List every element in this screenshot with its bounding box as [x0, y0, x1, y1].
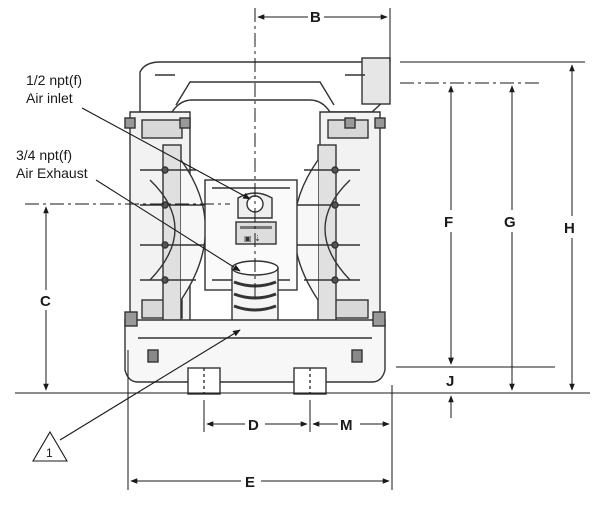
air-exhaust-leader	[95, 179, 241, 272]
air-exhaust-label: Air Exhaust	[16, 165, 88, 181]
air-exhaust-size: 3/4 npt(f)	[16, 147, 72, 163]
dimension-label-j: J	[446, 373, 454, 390]
air-inlet-label: Air inlet	[26, 90, 73, 106]
bottom-manifold	[124, 311, 386, 383]
dimension-label-m: M	[340, 417, 353, 434]
top-manifold	[139, 57, 391, 113]
dimension-label-b: B	[310, 9, 321, 26]
callout-labels: 1/2 npt(f) Air inlet 3/4 npt(f) Air Exha…	[16, 72, 88, 181]
air-inlet-size: 1/2 npt(f)	[26, 72, 82, 88]
dimension-label-g: G	[504, 214, 516, 231]
note-number: 1	[46, 446, 53, 460]
callout-leaders	[59, 107, 251, 441]
dimension-labels: B C F G H J D M E	[40, 9, 575, 491]
dimension-label-d: D	[248, 417, 259, 434]
dimension-label-h: H	[564, 220, 575, 237]
air-inlet-leader	[81, 107, 251, 200]
pump-drawing: ▣ ⇣	[124, 57, 391, 395]
mounting-feet	[187, 367, 327, 395]
note-triangle: 1	[32, 430, 68, 462]
dimension-label-e: E	[245, 474, 255, 491]
dimension-label-c: C	[40, 293, 51, 310]
right-diaphragm-housing	[290, 144, 360, 331]
svg-text:▣ ⇣: ▣ ⇣	[244, 234, 261, 243]
note-leader	[59, 329, 241, 441]
dimension-label-f: F	[444, 214, 453, 231]
